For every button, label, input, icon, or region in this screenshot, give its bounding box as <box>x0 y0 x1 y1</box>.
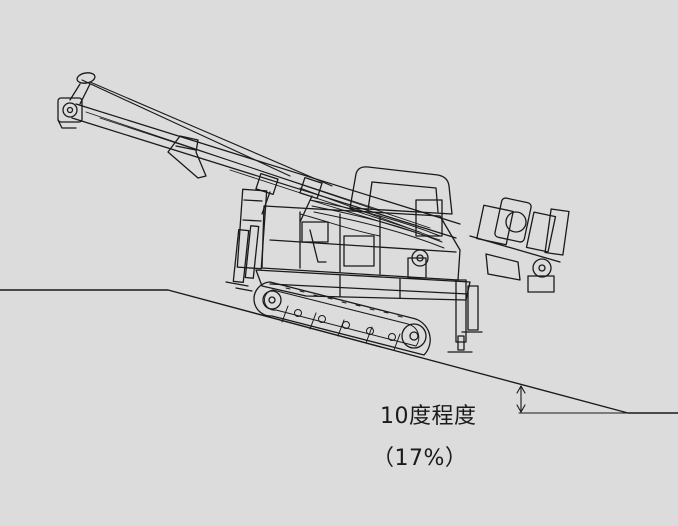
crawler-track <box>253 281 431 356</box>
rotary-head <box>167 135 207 179</box>
drill-mast <box>71 79 461 241</box>
slope-grade-label: （17%） <box>372 446 468 471</box>
slope-angle-label: 10度程度 <box>380 404 477 429</box>
grade-indicator <box>516 385 629 414</box>
clamp-unit <box>469 197 570 293</box>
slope-line <box>0 289 678 414</box>
mast-head <box>57 72 96 129</box>
front-outriggers <box>447 279 483 353</box>
undercarriage-frame <box>255 269 471 301</box>
hydraulic-lines <box>299 199 445 249</box>
rear-outriggers <box>225 188 268 292</box>
